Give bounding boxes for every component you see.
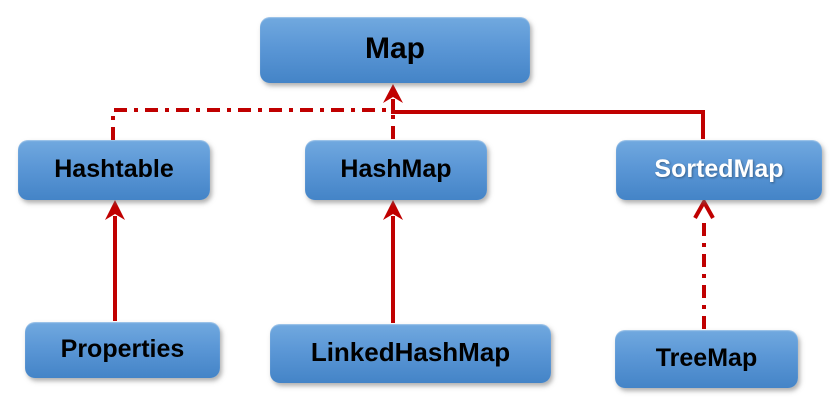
node-map: Map bbox=[260, 17, 530, 83]
node-sortedmap-label: SortedMap bbox=[654, 154, 784, 183]
arrowhead-hashtable bbox=[105, 200, 125, 220]
edge-sortedmap-map bbox=[383, 84, 705, 139]
node-properties-label: Properties bbox=[60, 334, 185, 363]
edge-linkedhashmap-hashmap bbox=[383, 200, 403, 323]
node-hashtable-label: Hashtable bbox=[54, 154, 174, 183]
node-hashmap: HashMap bbox=[305, 140, 487, 200]
node-hashtable: Hashtable bbox=[18, 140, 210, 200]
node-hashmap-label: HashMap bbox=[340, 154, 452, 183]
node-treemap-label: TreeMap bbox=[655, 343, 758, 372]
arrowhead-map bbox=[383, 84, 403, 103]
node-map-label: Map bbox=[365, 32, 425, 65]
node-sortedmap: SortedMap bbox=[616, 140, 822, 200]
arrowhead-sortedmap bbox=[693, 197, 715, 219]
edge-treemap-sortedmap bbox=[693, 197, 715, 329]
edge-hashtable-map bbox=[111, 108, 391, 140]
arrowhead-hashmap bbox=[383, 200, 403, 220]
node-treemap: TreeMap bbox=[615, 330, 798, 388]
edge-properties-hashtable bbox=[105, 200, 125, 321]
node-linkedhashmap: LinkedHashMap bbox=[270, 324, 551, 383]
node-properties: Properties bbox=[25, 322, 220, 378]
node-linkedhashmap-label: LinkedHashMap bbox=[310, 337, 511, 367]
